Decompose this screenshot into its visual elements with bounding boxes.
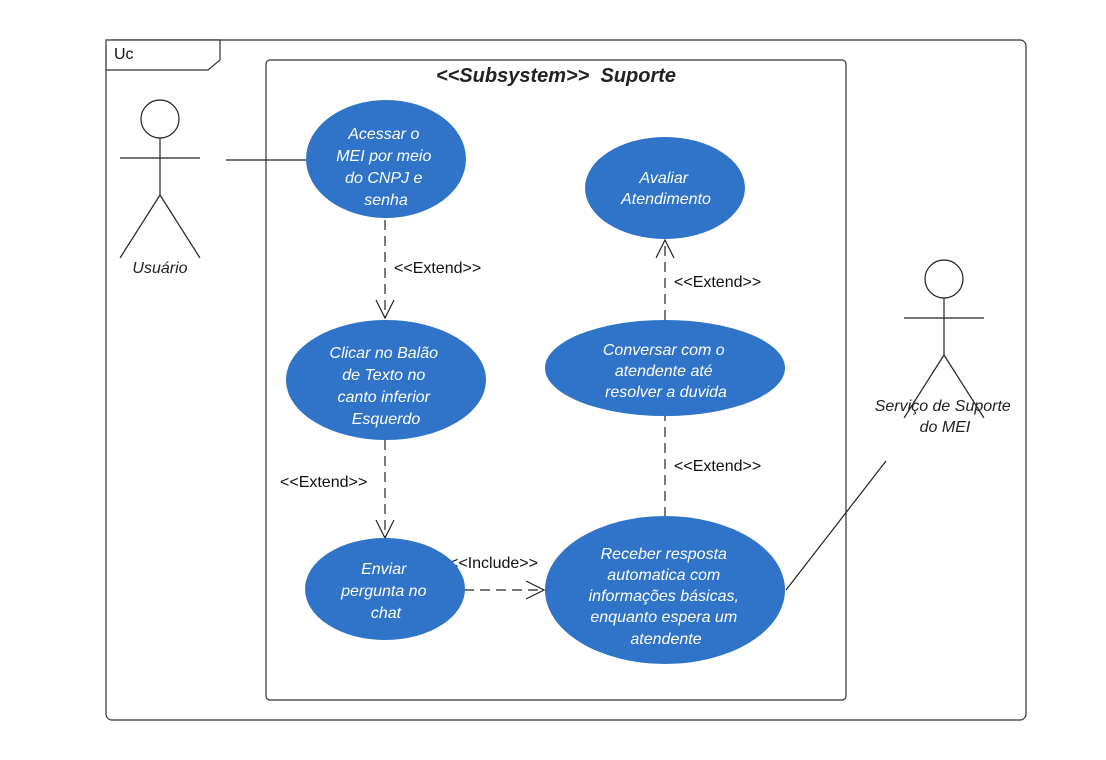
actor-usuario-head: [140, 99, 180, 139]
actor-usuario-leg-left: [119, 194, 161, 259]
usecase-receber-resposta-text: Receber resposta automatica com informaç…: [589, 546, 744, 648]
subsystem-boundary: [265, 59, 847, 701]
usecase-enviar-pergunta-line-3: chat: [371, 605, 402, 622]
actor-servico-label-line-2: do MEI: [920, 419, 971, 436]
actor-servico-label: Serviço de Suporte do MEI: [875, 398, 1016, 436]
usecase-acessar-mei-line-4: senha: [364, 192, 408, 209]
usecase-enviar-pergunta-line-1: Enviar: [361, 561, 407, 578]
frame-tab-label: Uc: [114, 46, 134, 63]
usecase-conversar-atendente-text: Conversar com o atendente até resolver a…: [603, 342, 729, 401]
actor-usuario[interactable]: Usuário: [119, 99, 201, 277]
include-enviar-receber-label: <<Include>>: [449, 555, 538, 572]
extend-receber-conversar-label: <<Extend>>: [674, 458, 761, 475]
usecase-acessar-mei[interactable]: Acessar o MEI por meio do CNPJ e senha: [306, 100, 466, 218]
usecase-clicar-balao-line-2: de Texto no: [342, 367, 425, 384]
actor-usuario-leg-right: [159, 194, 201, 259]
usecase-receber-resposta[interactable]: Receber resposta automatica com informaç…: [545, 516, 785, 664]
usecase-acessar-mei-line-1: Acessar o: [347, 126, 419, 143]
usecase-clicar-balao-line-1: Clicar no Balão: [330, 345, 439, 362]
actor-servico-head: [924, 259, 964, 299]
usecase-conversar-atendente[interactable]: Conversar com o atendente até resolver a…: [545, 320, 785, 416]
extend-clicar-enviar-label: <<Extend>>: [280, 474, 367, 491]
extend-conversar-avaliar-label: <<Extend>>: [674, 274, 761, 291]
usecase-avaliar-atendimento-shape: [585, 137, 745, 239]
usecase-acessar-mei-shape: [306, 100, 466, 218]
subsystem-title: <<Subsystem>> Suporte: [436, 65, 676, 87]
usecase-conversar-atendente-line-2: atendente até: [615, 363, 713, 380]
association-servico-receber: [785, 460, 887, 591]
usecase-enviar-pergunta-shape: [305, 538, 465, 640]
usecase-avaliar-atendimento-line-1: Avaliar: [638, 170, 688, 187]
usecase-conversar-atendente-line-1: Conversar com o: [603, 342, 725, 359]
usecase-enviar-pergunta[interactable]: Enviar pergunta no chat: [305, 538, 465, 640]
usecase-receber-resposta-line-5: atendente: [630, 631, 701, 648]
extend-acessar-clicar-arrowhead: [375, 299, 395, 320]
usecase-clicar-balao-line-3: canto inferior: [338, 389, 431, 406]
usecase-clicar-balao-shape: [286, 320, 486, 440]
usecase-clicar-balao-text: Clicar no Balão de Texto no canto inferi…: [330, 345, 443, 428]
usecase-acessar-mei-line-2: MEI por meio: [336, 148, 431, 165]
usecase-receber-resposta-line-2: automatica com: [607, 567, 720, 584]
usecase-receber-resposta-line-4: enquanto espera um: [590, 609, 737, 626]
usecase-enviar-pergunta-text: Enviar pergunta no chat: [340, 561, 431, 622]
usecase-avaliar-atendimento-text: Avaliar Atendimento: [620, 170, 711, 208]
extend-acessar-clicar-label: <<Extend>>: [394, 260, 481, 277]
usecase-acessar-mei-text: Acessar o MEI por meio do CNPJ e senha: [336, 126, 436, 209]
actor-usuario-label: Usuário: [132, 260, 187, 277]
actor-servico-suporte[interactable]: Serviço de Suporte do MEI: [875, 259, 1016, 436]
usecase-receber-resposta-line-1: Receber resposta: [601, 546, 727, 563]
usecase-acessar-mei-line-3: do CNPJ e: [345, 170, 422, 187]
include-enviar-receber-arrowhead: [525, 580, 546, 600]
usecase-conversar-atendente-shape: [545, 320, 785, 416]
actor-servico-leg-left: [903, 354, 945, 419]
usecase-avaliar-atendimento[interactable]: Avaliar Atendimento: [585, 137, 745, 239]
actor-servico-leg-right: [943, 354, 985, 419]
usecase-clicar-balao[interactable]: Clicar no Balão de Texto no canto inferi…: [286, 320, 486, 440]
usecase-avaliar-atendimento-line-2: Atendimento: [620, 191, 711, 208]
usecase-receber-resposta-line-3: informações básicas,: [589, 588, 739, 605]
frame-tab: [105, 39, 221, 71]
usecase-clicar-balao-line-4: Esquerdo: [352, 411, 421, 428]
usecase-enviar-pergunta-line-2: pergunta no: [340, 583, 427, 600]
actor-servico-label-line-1: Serviço de Suporte: [875, 398, 1011, 415]
usecase-receber-resposta-shape: [545, 516, 785, 664]
usecase-conversar-atendente-line-3: resolver a duvida: [605, 384, 727, 401]
extend-conversar-avaliar-arrowhead: [655, 238, 675, 259]
